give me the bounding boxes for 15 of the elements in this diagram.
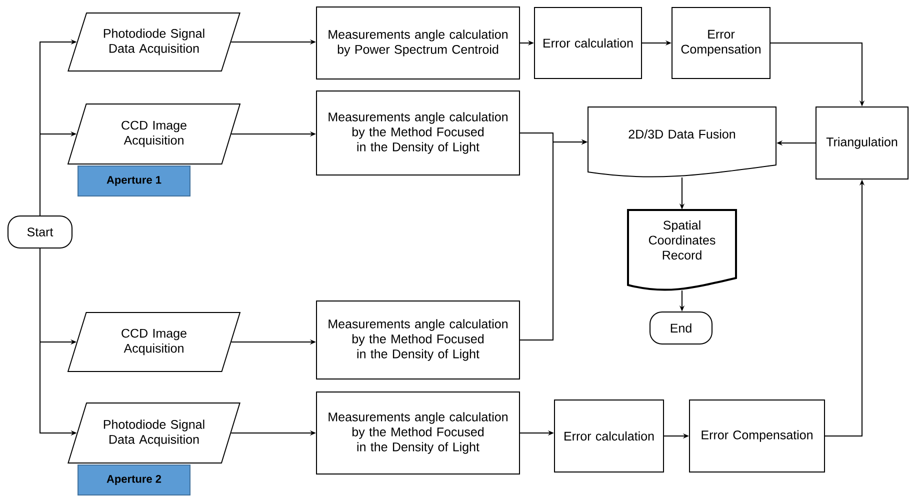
process-box: Error Compensation (672, 7, 771, 79)
process-box: Error calculation (554, 400, 664, 472)
process-box: Measurements angle calculation by the Method Focused in the Density of Light (316, 392, 520, 474)
process-box: Measurements angle calculation by the Method Focused in the Density of Light (316, 90, 520, 176)
aperture-label: Aperture 1 (78, 166, 190, 196)
terminal-box: Start (8, 216, 72, 248)
terminal-box: End (650, 312, 712, 344)
process-box: Error Compensation (689, 400, 826, 472)
process-box: Triangulation (816, 106, 909, 180)
aperture-label: Aperture 2 (78, 464, 190, 496)
input-parallelogram: Photodiode Signal Data Acquisition (68, 402, 240, 464)
process-box: Measurements angle calculation by the Method Focused in the Density of Light (316, 300, 520, 380)
process-box: Measurements angle calculation by Power Spectrum Centroid (316, 6, 520, 80)
input-parallelogram: Photodiode Signal Data Acquisition (68, 12, 240, 72)
process-box: Error calculation (534, 7, 642, 79)
